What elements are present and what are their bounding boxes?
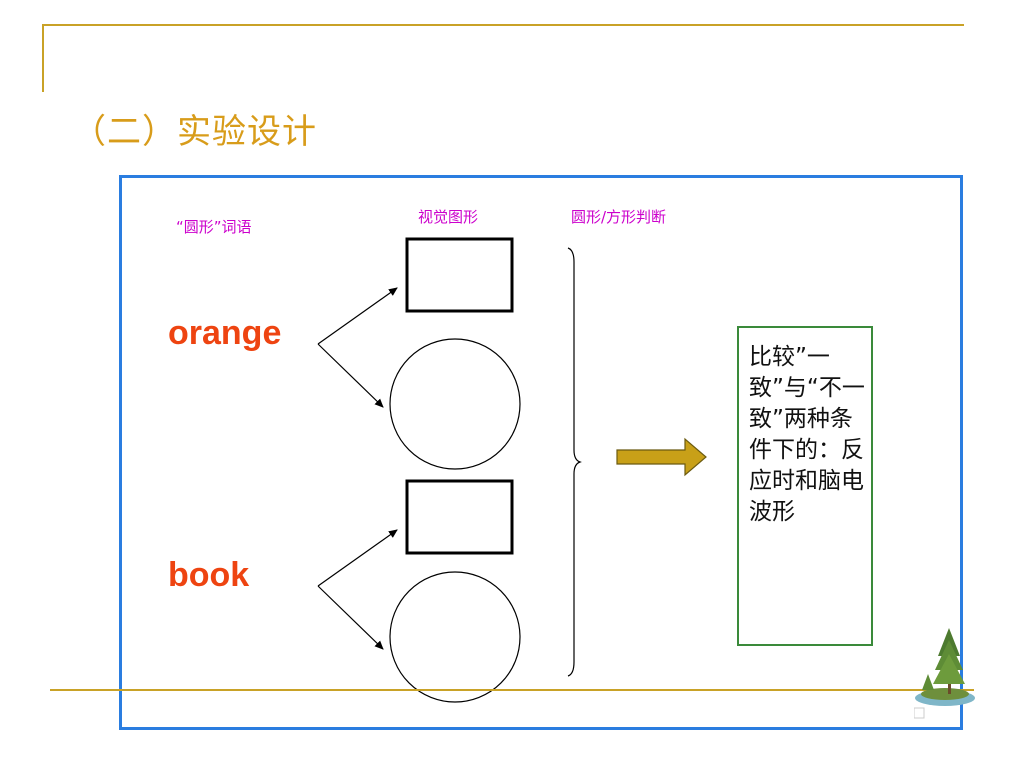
square-shape-2 xyxy=(405,479,514,555)
diagram-frame xyxy=(119,175,963,730)
column-label-visual: 视觉图形 xyxy=(418,208,479,226)
top-rule xyxy=(42,24,964,26)
slide-title: （二）实验设计 xyxy=(72,112,317,152)
word-book: book xyxy=(168,556,250,594)
branch-arrow-book-square xyxy=(317,529,398,587)
circle-shape-1 xyxy=(389,338,521,470)
branch-arrow-orange-square xyxy=(317,287,398,345)
result-description-box: 比较”一致”与“不一致”两种条件下的：反应时和脑电波形 xyxy=(737,326,873,646)
branch-arrow-orange-circle xyxy=(317,343,384,408)
square-shape-1 xyxy=(405,237,514,313)
left-rule xyxy=(42,24,44,92)
column-label-judgement: 圆形/方形判断 xyxy=(571,208,667,226)
column-label-word: “圆形”词语 xyxy=(176,218,252,236)
word-orange: orange xyxy=(168,314,282,352)
result-description-text: 比较”一致”与“不一致”两种条件下的：反应时和脑电波形 xyxy=(749,344,865,525)
branch-arrow-book-circle xyxy=(317,585,384,650)
right-brace xyxy=(567,247,582,677)
island-tree-icon xyxy=(914,628,975,719)
circle-shape-2 xyxy=(389,571,521,703)
bottom-rule xyxy=(50,689,974,691)
block-arrow-right xyxy=(616,437,707,477)
